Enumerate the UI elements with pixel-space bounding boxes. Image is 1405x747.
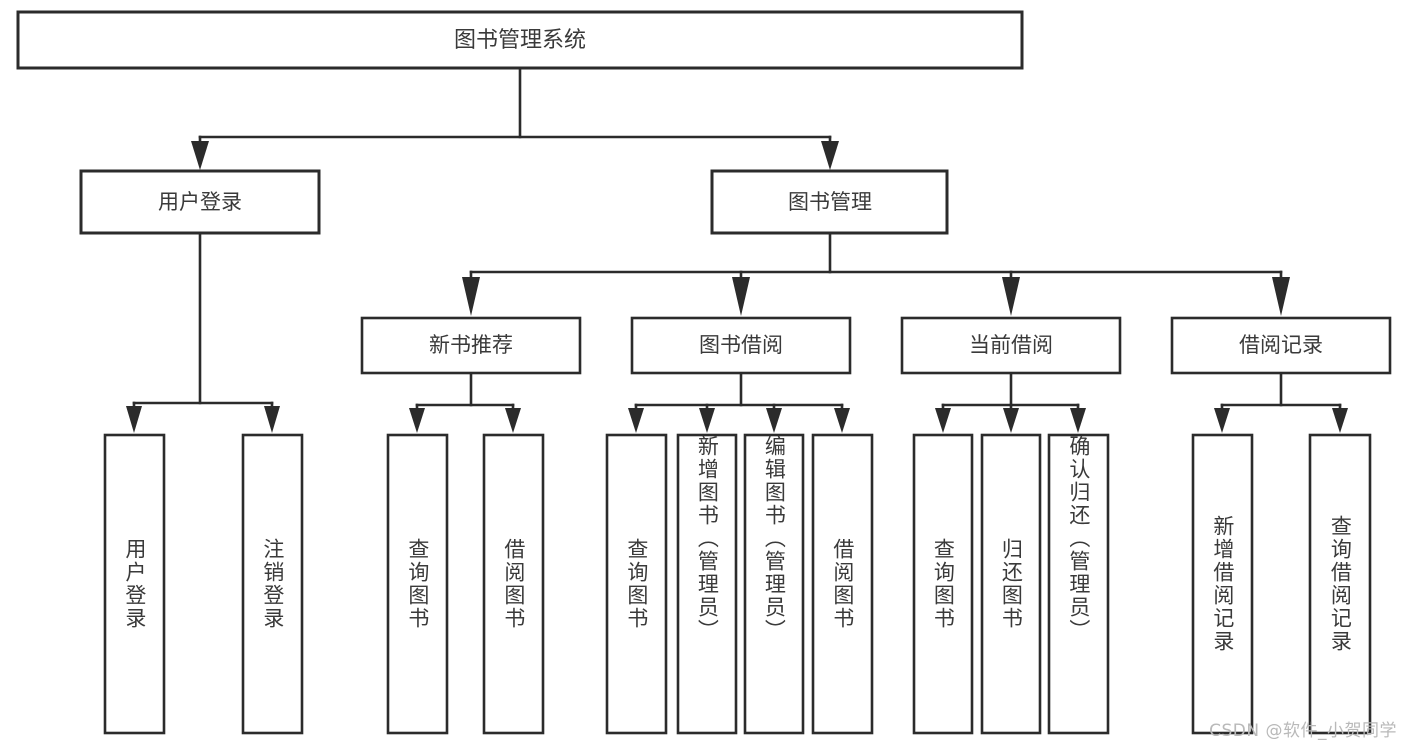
arrow-head-user-login (191, 141, 209, 170)
node-box-query-book-1[interactable] (386, 433, 449, 735)
node-label-new-book-recommend: 新书推荐 (429, 333, 513, 357)
arrow-head-add-book-admin (699, 408, 715, 433)
watermark: CSDN @软件_小贺同学 (1209, 721, 1397, 741)
node-label-book-management: 图书管理 (788, 190, 872, 214)
node-label-borrow-records: 借阅记录 (1239, 333, 1323, 357)
node-label-book-borrow: 图书借阅 (699, 333, 783, 357)
node-box-book-management[interactable] (710, 169, 949, 235)
node-box-confirm-return-admin[interactable] (1047, 433, 1110, 735)
arrow-head-borrow-book-2 (834, 408, 850, 433)
arrow-head-book-borrow (732, 277, 750, 316)
arrow-head-borrow-records (1272, 277, 1290, 316)
node-box-user-login-leaf[interactable] (103, 433, 166, 735)
node-box-query-borrow-record[interactable] (1308, 433, 1372, 735)
node-box-current-borrow[interactable] (900, 316, 1122, 375)
node-box-book-borrow[interactable] (630, 316, 852, 375)
arrow-head-add-borrow-record (1214, 408, 1230, 433)
node-label-current-borrow: 当前借阅 (969, 333, 1053, 357)
arrow-head-current-borrow (1002, 277, 1020, 316)
arrow-head-user-login-leaf (126, 406, 142, 433)
node-box-edit-book-admin[interactable] (743, 433, 805, 735)
arrow-head-user-logout-leaf (264, 406, 280, 433)
node-label-user-login: 用户登录 (158, 190, 242, 214)
node-box-borrow-book-1[interactable] (482, 433, 545, 735)
node-box-borrow-records[interactable] (1170, 316, 1392, 375)
node-label-root: 图书管理系统 (454, 28, 586, 53)
connector-layer (126, 66, 1348, 433)
arrow-head-query-book-3 (935, 408, 951, 433)
arrow-head-new-book-recommend (462, 277, 480, 316)
node-box-root[interactable] (16, 10, 1024, 70)
node-box-query-book-2[interactable] (605, 433, 668, 735)
arrow-head-edit-book-admin (766, 408, 782, 433)
node-box-user-logout-leaf[interactable] (241, 433, 304, 735)
arrow-head-return-book (1003, 408, 1019, 433)
arrow-head-borrow-book-1 (505, 408, 521, 433)
node-box-query-book-3[interactable] (912, 433, 974, 735)
arrow-head-query-borrow-record (1332, 408, 1348, 433)
node-box-new-book-recommend[interactable] (360, 316, 582, 375)
arrow-head-query-book-2 (628, 408, 644, 433)
node-box-borrow-book-2[interactable] (811, 433, 874, 735)
node-box-user-login[interactable] (79, 169, 321, 235)
arrow-head-book-management (821, 141, 839, 170)
node-layer: 图书管理系统 用户登录 图书管理 新书推荐 图书借阅 当前借阅 借阅记录 (16, 10, 1392, 735)
node-box-add-book-admin[interactable] (676, 433, 738, 735)
node-box-return-book[interactable] (980, 433, 1042, 735)
node-box-add-borrow-record[interactable] (1191, 433, 1254, 735)
arrow-head-confirm-return-admin (1070, 408, 1086, 433)
arrow-head-query-book-1 (409, 408, 425, 433)
